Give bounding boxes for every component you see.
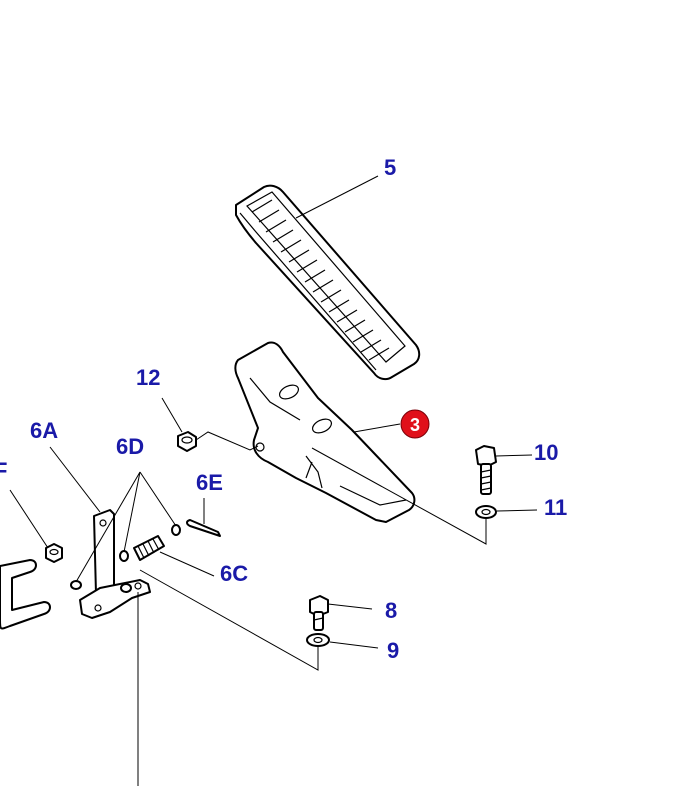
callout-6e[interactable]: 6E	[196, 470, 223, 495]
pedal-bracket-6a	[70, 509, 151, 619]
pedal-rubber-pad	[235, 184, 421, 381]
callout-6d[interactable]: 6D	[116, 434, 144, 459]
nut-f	[45, 543, 63, 563]
callout-5[interactable]: 5	[384, 155, 396, 180]
callout-8[interactable]: 8	[385, 598, 397, 623]
washer-11	[475, 505, 497, 519]
callout-12[interactable]: 12	[136, 365, 160, 390]
nut-12	[177, 431, 197, 452]
callout-11[interactable]: 11	[544, 495, 567, 520]
bolt-10	[475, 445, 497, 495]
callout-9[interactable]: 9	[387, 638, 399, 663]
washer-9	[306, 633, 330, 647]
leader-lines	[9, 175, 538, 786]
cotter-pin-6e	[186, 519, 221, 537]
spring-6d	[119, 524, 181, 562]
bolt-8	[309, 595, 329, 631]
callout-10[interactable]: 10	[534, 440, 558, 465]
callout-6c[interactable]: 6C	[220, 561, 248, 586]
callout-f[interactable]: F	[0, 458, 7, 483]
callout-6a[interactable]: 6A	[30, 418, 58, 443]
callout-3-badge[interactable]: 3	[400, 409, 430, 439]
accelerator-pedal	[234, 341, 416, 523]
callout-3: 3	[410, 415, 420, 435]
u-bracket-partial	[0, 559, 51, 630]
